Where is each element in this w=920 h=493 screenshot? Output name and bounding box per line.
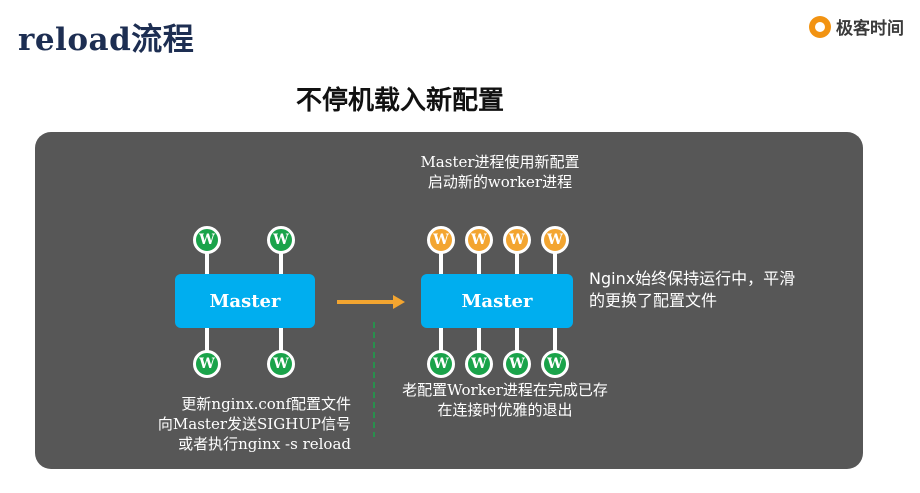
connector-line [205, 240, 209, 276]
note-new-workers: Master进程使用新配置 启动新的worker进程 [390, 152, 610, 192]
connector-line [205, 328, 209, 362]
note-nginx-running: Nginx始终保持运行中，平滑 的更换了配置文件 [589, 268, 849, 312]
slide-title: reload流程 [18, 22, 195, 58]
old-worker-node: W [193, 350, 221, 378]
divider-dashed-line [373, 322, 375, 437]
old-worker-node: W [193, 226, 221, 254]
connector-line [477, 240, 481, 276]
note-line: 更新nginx.conf配置文件 [181, 395, 351, 413]
master-process-new: Master [421, 274, 573, 328]
old-worker-node: W [541, 350, 569, 378]
old-worker-node: W [267, 226, 295, 254]
note-line: 的更换了配置文件 [589, 291, 718, 310]
master-process-old: Master [175, 274, 315, 328]
diagram-subtitle: 不停机载入新配置 [295, 86, 504, 116]
brand: 极客时间 [809, 14, 904, 39]
new-worker-node: W [503, 226, 531, 254]
old-worker-node: W [465, 350, 493, 378]
connector-line [279, 328, 283, 362]
note-line: 在连接时优雅的退出 [437, 401, 573, 419]
geektime-logo-icon [809, 15, 831, 38]
note-reload-trigger: 更新nginx.conf配置文件 向Master发送SIGHUP信号 或者执行n… [125, 394, 351, 454]
connector-line [553, 240, 557, 276]
note-line: Nginx始终保持运行中，平滑 [589, 269, 796, 288]
connector-line [553, 328, 557, 362]
connector-line [515, 328, 519, 362]
connector-line [515, 240, 519, 276]
new-worker-node: W [465, 226, 493, 254]
connector-line [477, 328, 481, 362]
note-line: 或者执行nginx -s reload [178, 435, 351, 453]
note-old-workers-exit: 老配置Worker进程在完成已存 在连接时优雅的退出 [385, 380, 625, 420]
reload-arrow [337, 295, 405, 309]
connector-line [279, 240, 283, 276]
diagram-panel: Master Master W W W W W W W W W W W W Ma… [35, 132, 863, 469]
old-worker-node: W [503, 350, 531, 378]
new-worker-node: W [427, 226, 455, 254]
brand-name: 极客时间 [836, 19, 904, 39]
old-worker-node: W [267, 350, 295, 378]
connector-line [439, 328, 443, 362]
note-line: 启动新的worker进程 [427, 173, 573, 191]
old-worker-node: W [427, 350, 455, 378]
note-line: 向Master发送SIGHUP信号 [157, 415, 351, 433]
note-line: Master进程使用新配置 [420, 153, 580, 171]
connector-line [439, 240, 443, 276]
new-worker-node: W [541, 226, 569, 254]
note-line: 老配置Worker进程在完成已存 [402, 381, 608, 399]
